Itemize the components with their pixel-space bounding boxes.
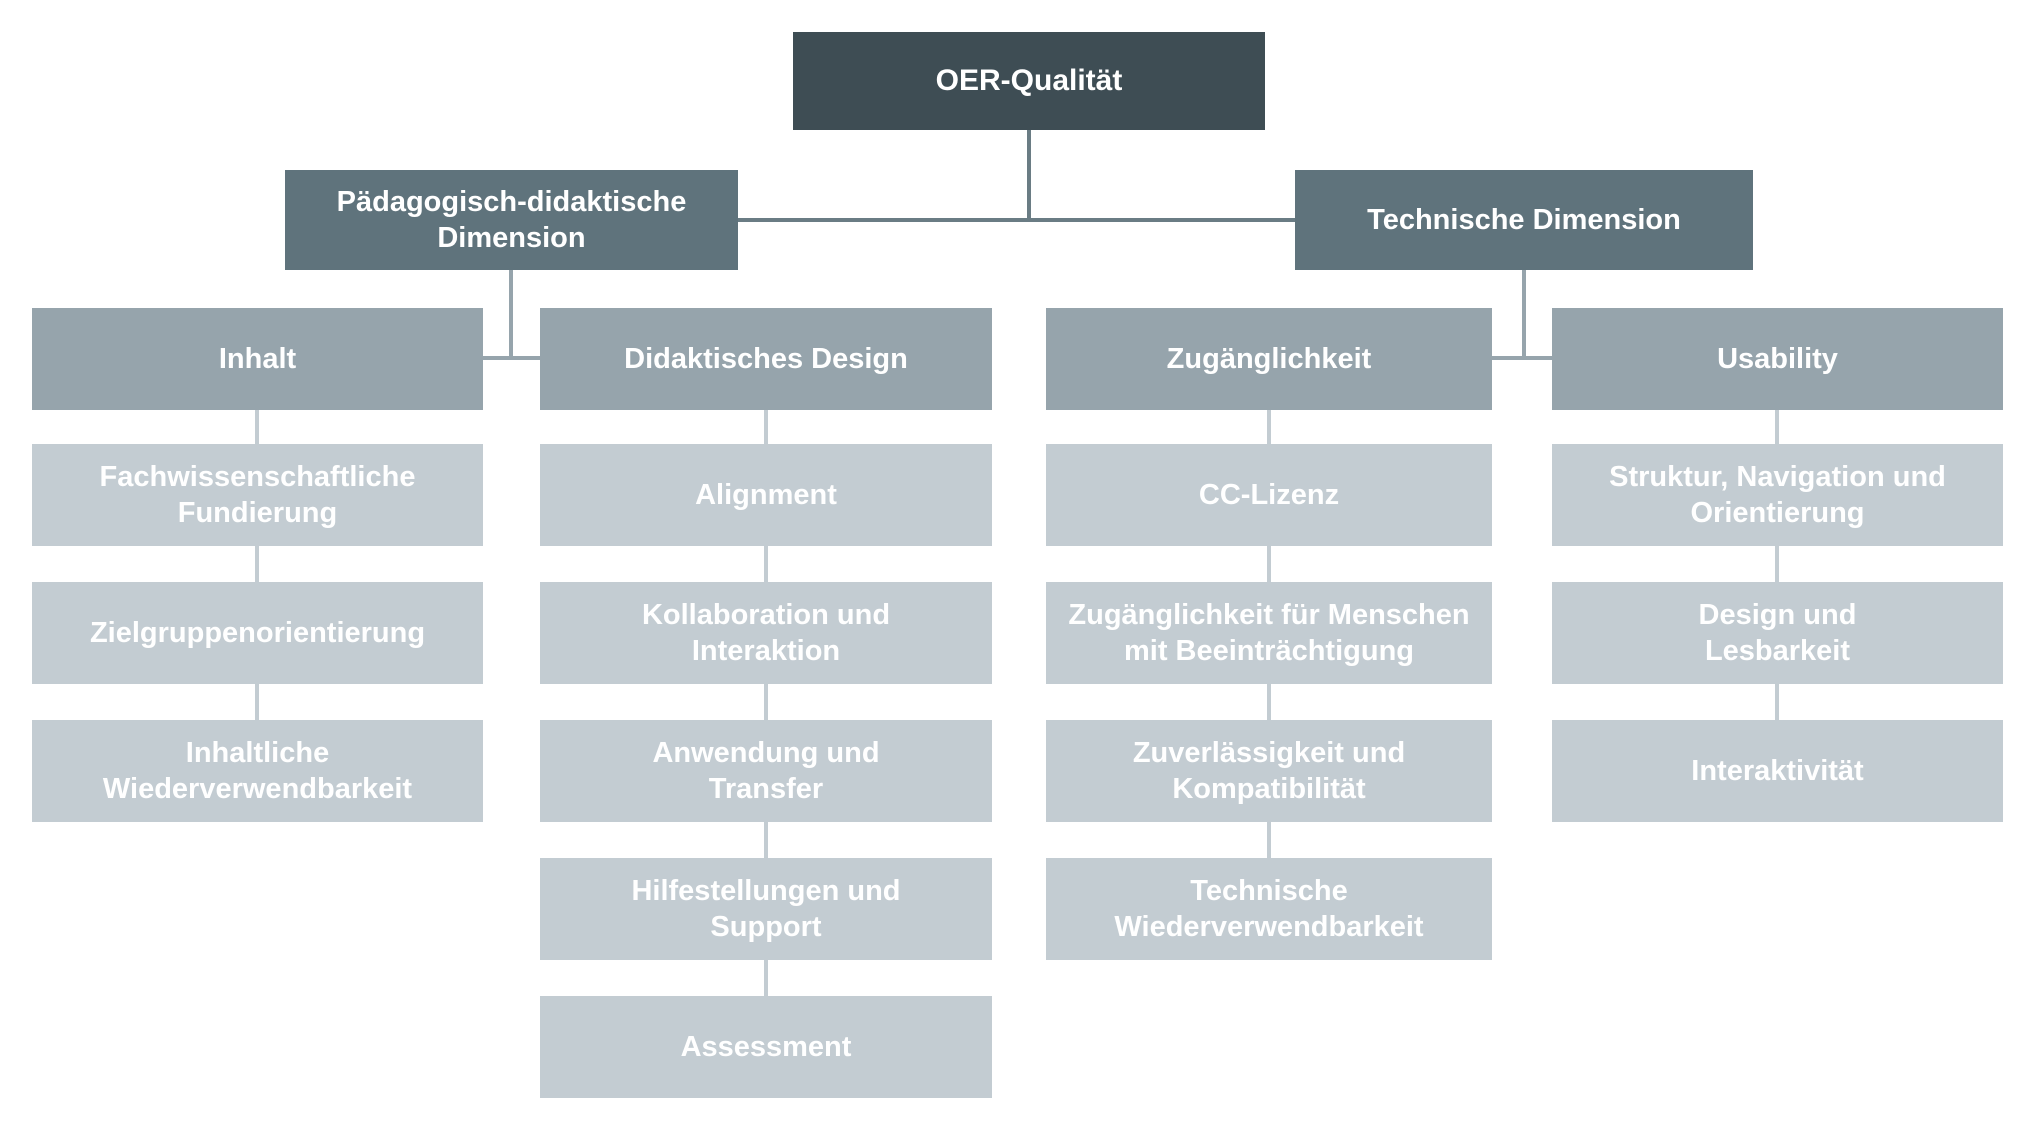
leaf-cc-lizenz: CC-Lizenz <box>1046 444 1492 546</box>
connector-col1-gap1 <box>255 410 259 444</box>
node-inhalt: Inhalt <box>32 308 483 410</box>
connector-dimension1-stub <box>483 356 540 360</box>
node-zugaenglichkeit: Zugänglichkeit <box>1046 308 1492 410</box>
connector-col3-gap2 <box>1267 546 1271 582</box>
connector-col2-gap2 <box>764 546 768 582</box>
connector-col2-gap3 <box>764 684 768 720</box>
connector-col4-gap3 <box>1775 684 1779 720</box>
leaf-technische-wiederverwendbarkeit: Technische Wiederverwendbarkeit <box>1046 858 1492 960</box>
leaf-zuverlaessigkeit-und-kompatibilitaet: Zuverlässigkeit und Kompatibilität <box>1046 720 1492 822</box>
connector-dimension1-vertical <box>509 270 513 360</box>
connector-col3-gap3 <box>1267 684 1271 720</box>
leaf-struktur-navigation-und-orientierung: Struktur, Navigation und Orientierung <box>1552 444 2003 546</box>
leaf-zielgruppenorientierung: Zielgruppenorientierung <box>32 582 483 684</box>
leaf-anwendung-und-transfer: Anwendung und Transfer <box>540 720 992 822</box>
node-oer-qualitaet: OER-Qualität <box>793 32 1265 130</box>
leaf-inhaltliche-wiederverwendbarkeit: Inhaltliche Wiederverwendbarkeit <box>32 720 483 822</box>
connector-col4-gap2 <box>1775 546 1779 582</box>
connector-dimensions-horizontal <box>738 218 1295 222</box>
connector-dimension2-vertical <box>1522 270 1526 360</box>
connector-col1-gap2 <box>255 546 259 582</box>
leaf-alignment: Alignment <box>540 444 992 546</box>
connector-col2-gap1 <box>764 410 768 444</box>
connector-col2-gap5 <box>764 960 768 996</box>
node-paedagogisch-didaktische-dimension: Pädagogisch-didaktische Dimension <box>285 170 738 270</box>
node-technische-dimension: Technische Dimension <box>1295 170 1753 270</box>
connector-col1-gap3 <box>255 684 259 720</box>
leaf-fachwissenschaftliche-fundierung: Fachwissenschaftliche Fundierung <box>32 444 483 546</box>
connector-col2-gap4 <box>764 822 768 858</box>
connector-root-vertical <box>1027 130 1031 222</box>
leaf-hilfestellungen-und-support: Hilfestellungen und Support <box>540 858 992 960</box>
connector-col3-gap1 <box>1267 410 1271 444</box>
node-didaktisches-design: Didaktisches Design <box>540 308 992 410</box>
connector-dimension2-stub <box>1492 356 1552 360</box>
connector-col3-gap4 <box>1267 822 1271 858</box>
node-usability: Usability <box>1552 308 2003 410</box>
leaf-assessment: Assessment <box>540 996 992 1098</box>
leaf-design-und-lesbarkeit: Design und Lesbarkeit <box>1552 582 2003 684</box>
leaf-zugaenglichkeit-fuer-menschen: Zugänglichkeit für Menschen mit Beeinträ… <box>1046 582 1492 684</box>
leaf-kollaboration-und-interaktion: Kollaboration und Interaktion <box>540 582 992 684</box>
leaf-interaktivitaet: Interaktivität <box>1552 720 2003 822</box>
connector-col4-gap1 <box>1775 410 1779 444</box>
